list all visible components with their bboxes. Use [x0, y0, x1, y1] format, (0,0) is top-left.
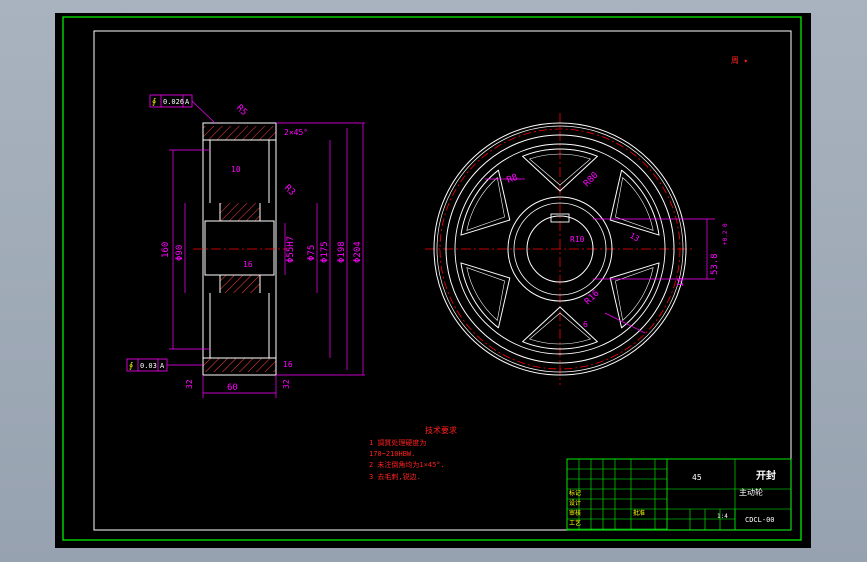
spoke-window-inner — [615, 177, 654, 231]
spoke-window — [522, 148, 598, 192]
svg-text:32: 32 — [185, 379, 194, 389]
svg-text:批准: 批准 — [633, 509, 645, 517]
web-bottom-hatch — [220, 275, 260, 293]
svg-text:Φ55H7: Φ55H7 — [286, 236, 296, 263]
keyway — [550, 213, 570, 223]
right-front-view: R8 R80 R10 13 R16 6 53.8 +0.2 0 16 — [425, 113, 729, 385]
top-mark: 周 ▸ — [731, 56, 749, 65]
svg-text:Φ175: Φ175 — [320, 241, 330, 263]
spoke-window — [460, 262, 511, 329]
svg-text:R16: R16 — [583, 289, 602, 308]
spoke-window-inner — [528, 312, 592, 345]
spoke-window-inner — [466, 177, 505, 231]
title-block[interactable]: 45 开封 主动轮 CDCL-00 标记 设计 审核 工艺 批准 1:4 — [566, 458, 792, 531]
rim-inner — [445, 134, 675, 364]
svg-text:CDCL-00: CDCL-00 — [745, 516, 775, 524]
spoke-window — [460, 169, 511, 236]
pitch-circle — [439, 128, 681, 370]
svg-text:R10: R10 — [570, 235, 585, 244]
web-top-hatch — [220, 203, 260, 221]
rim-chamfer — [436, 125, 684, 373]
hub-mid — [513, 202, 607, 296]
svg-text:∮: ∮ — [129, 361, 133, 370]
svg-text:160: 160 — [161, 242, 171, 258]
svg-text:工艺: 工艺 — [569, 519, 581, 527]
svg-text:设计: 设计 — [569, 499, 581, 507]
svg-text:0.026: 0.026 — [163, 98, 184, 106]
svg-text:Φ90: Φ90 — [175, 245, 185, 261]
spoke-window — [609, 262, 660, 329]
svg-text:A: A — [185, 98, 190, 106]
svg-text:32: 32 — [282, 379, 291, 389]
rim-outer — [433, 122, 687, 376]
svg-text:1 調質处理硬度为: 1 調質处理硬度为 — [369, 438, 426, 447]
rim-bottom-hatch — [203, 358, 276, 372]
svg-text:53.8: 53.8 — [710, 253, 720, 275]
cad-viewport[interactable]: 周 ▸ — [55, 13, 811, 548]
svg-text:60: 60 — [227, 383, 238, 393]
svg-text:+0.2 0: +0.2 0 — [722, 223, 729, 245]
rim-top-hatch — [203, 126, 276, 140]
drawing-border — [93, 30, 792, 531]
spoke-window-inner — [615, 267, 654, 321]
bore — [526, 215, 594, 283]
hub-outer — [507, 196, 613, 302]
left-section-view: ∮ 0.026 A ∮ 0.03 A R5 2×45° 10 R3 160 Φ9… — [126, 94, 365, 398]
svg-text:10: 10 — [231, 165, 241, 174]
svg-text:技术要求: 技术要求 — [425, 425, 457, 435]
svg-text:Φ75: Φ75 — [307, 245, 317, 261]
svg-text:16: 16 — [676, 277, 685, 287]
technical-notes: 技术要求 1 調質处理硬度为 170~210HBW. 2 未注倒角均为1×45°… — [369, 425, 457, 481]
rim-inner-2 — [454, 143, 666, 355]
svg-text:1:4: 1:4 — [717, 513, 728, 520]
spoke-window-inner — [528, 153, 592, 186]
svg-text:45: 45 — [692, 473, 702, 482]
svg-text:2 未注倒角均为1×45°.: 2 未注倒角均为1×45°. — [369, 460, 445, 469]
svg-text:R80: R80 — [582, 171, 601, 190]
svg-text:A: A — [160, 362, 165, 370]
spoke-window — [609, 169, 660, 236]
svg-text:Φ204: Φ204 — [353, 241, 363, 263]
tolerance-frame-bottom: ∮ 0.03 A — [126, 358, 203, 372]
svg-text:R5: R5 — [234, 103, 249, 118]
svg-text:标记: 标记 — [569, 489, 581, 497]
drawing-canvas: 周 ▸ — [62, 16, 802, 541]
spoke-window — [522, 306, 598, 350]
svg-text:2×45°: 2×45° — [284, 128, 308, 137]
hub-bore — [204, 220, 275, 276]
svg-text:∮: ∮ — [152, 97, 156, 106]
svg-text:13: 13 — [628, 231, 641, 244]
svg-text:16: 16 — [243, 260, 253, 269]
outer-frame — [62, 16, 802, 541]
svg-text:3 去毛刺,锐边.: 3 去毛刺,锐边. — [369, 472, 421, 481]
svg-text:R8: R8 — [506, 173, 520, 186]
tolerance-frame-top: ∮ 0.026 A — [149, 94, 216, 124]
svg-text:R3: R3 — [282, 183, 297, 198]
spoke-window-inner — [466, 267, 505, 321]
spoke-windows — [460, 148, 660, 350]
svg-text:审核: 审核 — [569, 509, 581, 517]
svg-text:开封: 开封 — [756, 469, 776, 482]
svg-text:170~210HBW.: 170~210HBW. — [369, 450, 415, 458]
svg-text:6: 6 — [583, 320, 588, 329]
svg-text:主动轮: 主动轮 — [739, 487, 763, 497]
svg-text:Φ198: Φ198 — [337, 241, 347, 263]
svg-text:0.03: 0.03 — [140, 362, 157, 370]
svg-text:16: 16 — [283, 360, 293, 369]
